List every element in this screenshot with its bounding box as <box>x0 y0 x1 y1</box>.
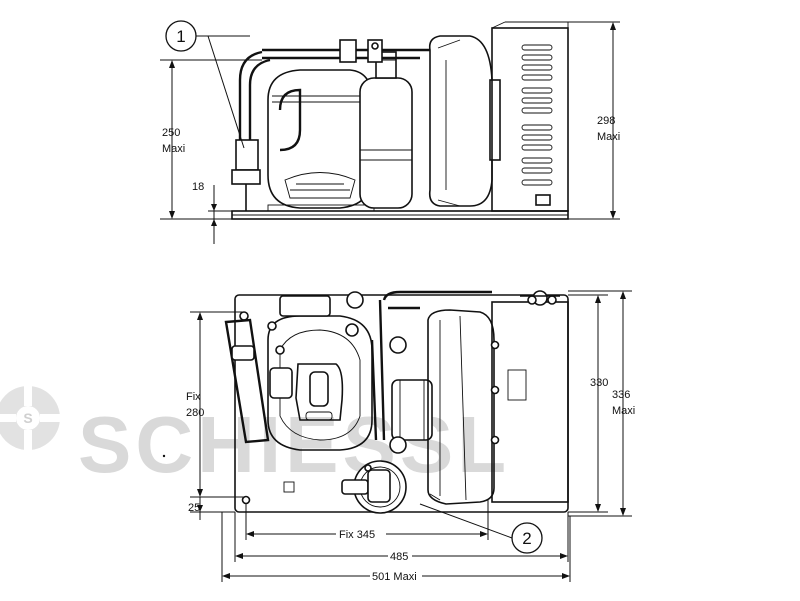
watermark: S SCHIESSL <box>0 384 510 489</box>
side-condenser <box>491 21 569 212</box>
dim-25: 25 <box>188 497 235 520</box>
dim-330: 330 <box>568 294 608 513</box>
svg-text:330: 330 <box>590 377 608 389</box>
top-pipes <box>224 290 492 444</box>
dim-501: 501 Maxi <box>221 512 571 583</box>
watermark-logo-icon: S <box>0 384 62 452</box>
dim-298: 298 Maxi <box>505 21 620 220</box>
top-compressor <box>267 315 373 451</box>
dim-18: 18 <box>192 181 232 244</box>
dim-fix-280: Fix 280 <box>186 311 245 498</box>
side-receiver-bottle <box>359 51 413 209</box>
svg-text:18: 18 <box>192 181 204 193</box>
svg-text:Fix: Fix <box>186 391 201 403</box>
svg-text:Maxi: Maxi <box>162 143 185 155</box>
svg-text:280: 280 <box>186 407 204 419</box>
callout-1: 1 <box>165 20 250 149</box>
dim-fix-345: Fix 345 <box>245 500 489 541</box>
top-condenser <box>490 290 569 503</box>
svg-text:2: 2 <box>522 529 531 548</box>
svg-text:250: 250 <box>162 127 180 139</box>
svg-text:336: 336 <box>612 389 630 401</box>
side-condenser-fan <box>428 35 501 207</box>
svg-text:485: 485 <box>390 551 408 563</box>
side-compressor <box>267 69 373 209</box>
side-view: 250 Maxi 18 298 Maxi 1 <box>160 20 620 244</box>
svg-text:S: S <box>23 410 32 426</box>
svg-text:501 Maxi: 501 Maxi <box>372 571 417 583</box>
dim-250: 250 Maxi <box>160 59 262 220</box>
top-mid-components <box>389 336 433 454</box>
svg-text:Maxi: Maxi <box>597 131 620 143</box>
watermark-text: SCHIESSL <box>78 400 510 489</box>
top-fan-housing <box>427 309 495 505</box>
side-valve <box>339 39 383 63</box>
svg-text:Fix 345: Fix 345 <box>339 529 375 541</box>
svg-text:298: 298 <box>597 115 615 127</box>
top-receiver-bottle <box>341 460 407 514</box>
svg-text:Maxi: Maxi <box>612 405 635 417</box>
callout-2: 2 <box>419 503 543 554</box>
dim-336: 336 Maxi <box>568 290 635 517</box>
dim-485: 485 <box>234 512 569 563</box>
svg-text:1: 1 <box>176 27 185 46</box>
svg-text:25: 25 <box>188 502 200 514</box>
top-view: Fix 280 25 330 336 Maxi <box>162 290 635 583</box>
